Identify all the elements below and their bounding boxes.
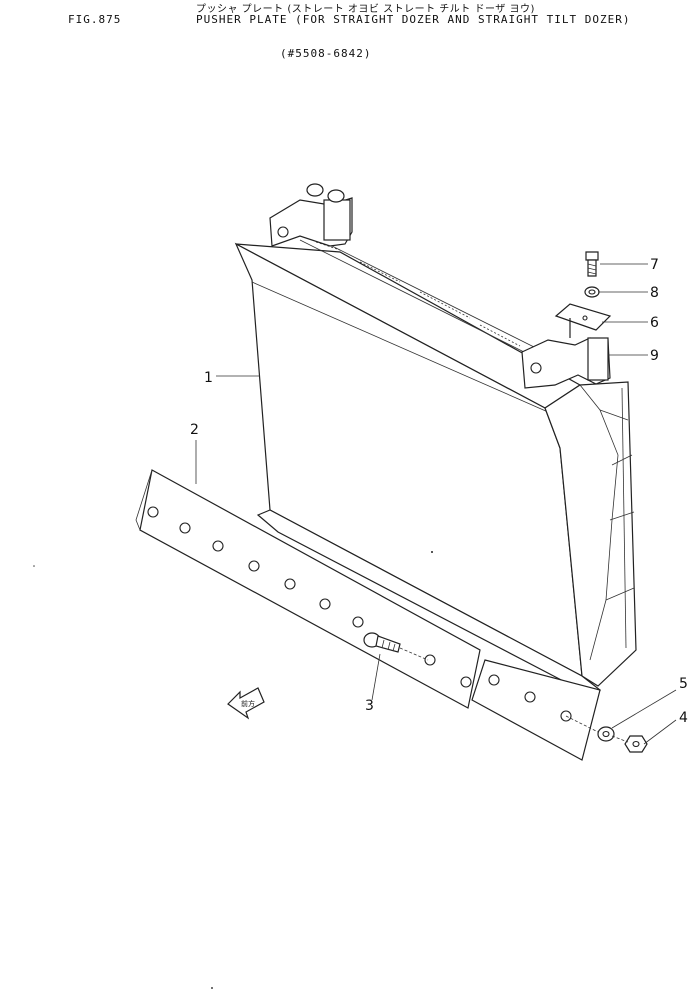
right-mount-bracket [521, 337, 611, 389]
part-7-bolt [585, 251, 599, 277]
assembly-lines [399, 647, 629, 743]
left-mount-bracket [269, 183, 353, 247]
callout-9: 9 [650, 348, 659, 364]
direction-arrow: 前方 [227, 687, 265, 720]
callout-2: 2 [190, 422, 199, 438]
part-6-plate [554, 303, 612, 338]
leader-lines [195, 263, 677, 745]
callout-1: 1 [204, 370, 213, 386]
callout-4: 4 [679, 710, 688, 726]
part-5-washer [597, 726, 615, 742]
callout-3: 3 [365, 698, 374, 714]
part-4-nut [624, 735, 648, 753]
callout-5: 5 [679, 676, 688, 692]
figure-number: FIG.875 [68, 13, 122, 26]
title-kana: プッシャ プレート (ストレート オヨビ ストレート チルト ドーザ ヨウ) [196, 4, 535, 15]
figure-title: PUSHER PLATE (FOR STRAIGHT DOZER AND STR… [196, 13, 631, 26]
part-8-washer [584, 286, 600, 298]
callout-8: 8 [650, 285, 659, 301]
serial-range: (#5508-6842) [280, 47, 372, 60]
callout-6: 6 [650, 315, 659, 331]
callout-7: 7 [650, 257, 659, 273]
pusher-plate-body [234, 232, 637, 696]
direction-arrow-label: 前方 [241, 699, 255, 708]
part-3-bolt [363, 632, 401, 653]
